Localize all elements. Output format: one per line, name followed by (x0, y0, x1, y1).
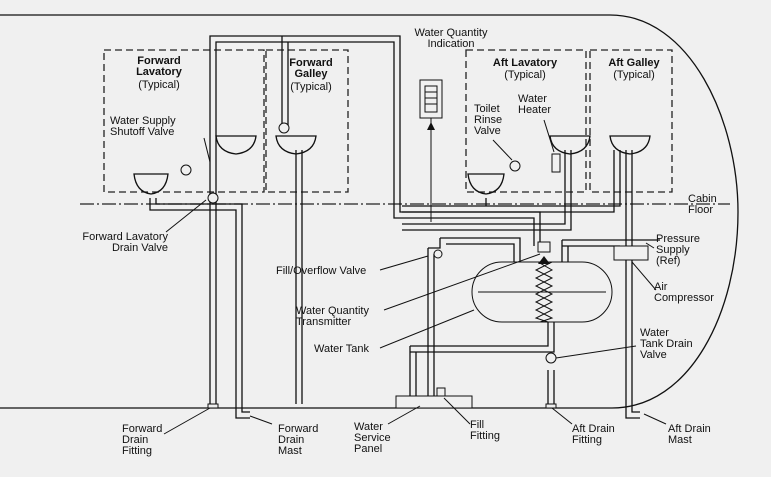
forward-galley-zone (265, 49, 349, 193)
label-water-tank: Water Tank (314, 343, 370, 355)
label-fill-overflow-valve: Fill/Overflow Valve (276, 265, 367, 277)
fuselage-outline (0, 14, 739, 409)
water-tank-drain-valve (545, 352, 557, 364)
label-forward-drain-mast: Forward Drain Mast (278, 423, 319, 457)
label-forward-galley-typical: (Typical) (290, 81, 332, 93)
label-water-heater: Water Heater (518, 93, 552, 116)
water-quantity-transmitter (534, 261, 554, 323)
label-fill-fitting: Fill Fitting (470, 419, 500, 442)
label-aft-drain-fitting: Aft Drain Fitting (572, 423, 615, 446)
aft-lavatory-sink (467, 173, 505, 195)
forward-lavatory-toilet (215, 135, 257, 155)
water-supply-shutoff-valve (180, 164, 192, 176)
forward-lavatory-zone (103, 49, 265, 193)
label-forward-lavatory-drain-valve: Forward Lavatory Drain Valve (82, 231, 168, 254)
air-compressor (613, 245, 649, 261)
water-heater (551, 153, 561, 173)
label-forward-lavatory-typical: (Typical) (138, 79, 180, 91)
label-aft-lavatory: Aft Lavatory (492, 57, 558, 69)
label-air-compressor: Air Compressor (654, 281, 714, 304)
aft-galley-zone (589, 49, 673, 193)
label-aft-lavatory-typical: (Typical) (504, 69, 546, 81)
water-service-panel (395, 395, 473, 409)
forward-drain-mast (235, 404, 250, 419)
label-aft-drain-mast: Aft Drain Mast (668, 423, 711, 446)
forward-lavatory-drain-valve (207, 192, 219, 204)
label-forward-galley: Forward Galley (289, 57, 333, 80)
label-water-supply-shutoff-valve: Water Supply Shutoff Valve (110, 115, 176, 138)
label-aft-galley-typical: (Typical) (613, 69, 655, 81)
forward-lavatory-sink (133, 173, 169, 195)
aft-drain-mast (625, 404, 640, 419)
aft-lavatory-toilet (549, 135, 591, 155)
label-water-quantity-indication: Water Quantity Indication (414, 27, 488, 50)
label-toilet-rinse-valve: Toilet Rinse Valve (474, 103, 503, 137)
aft-galley-sink (609, 135, 651, 155)
label-cabin-floor: Cabin Floor (688, 193, 717, 216)
label-water-service-panel: Water Service Panel (354, 421, 391, 455)
toilet-rinse-valve (509, 160, 521, 172)
label-forward-lavatory: Forward Lavatory (136, 55, 182, 78)
supply-pipe-top (209, 35, 541, 404)
aft-lavatory-zone (465, 49, 587, 193)
label-forward-drain-fitting: Forward Drain Fitting (122, 423, 163, 457)
label-water-quantity-transmitter: Water Quantity Transmitter (296, 305, 369, 328)
label-pressure-supply: Pressure Supply (Ref) (656, 233, 701, 267)
label-aft-galley: Aft Galley (608, 57, 660, 69)
forward-galley-sink (275, 135, 317, 155)
label-water-tank-drain-valve: Water Tank Drain Valve (640, 327, 693, 361)
